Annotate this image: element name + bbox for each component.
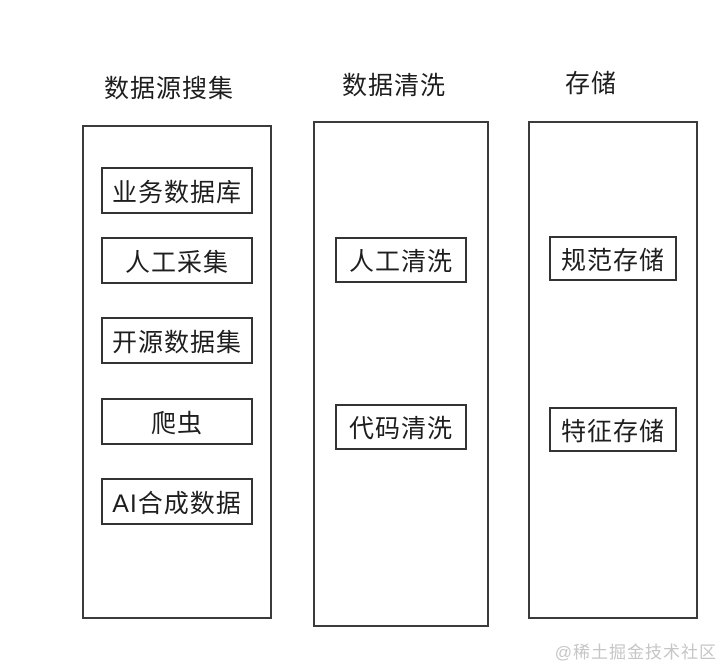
node-label: 人工清洗 <box>348 248 453 276</box>
node-label: 人工采集 <box>124 248 229 277</box>
node-label: AI合成数据 <box>112 489 242 518</box>
node-manual-cleaning: 人工清洗 <box>335 237 467 283</box>
node-code-cleaning: 代码清洗 <box>335 404 467 450</box>
node-open-source-datasets: 开源数据集 <box>101 317 253 364</box>
node-web-crawler: 爬虫 <box>101 398 253 445</box>
node-label: 代码清洗 <box>348 415 453 443</box>
node-standard-storage: 规范存储 <box>549 236 677 281</box>
node-business-database: 业务数据库 <box>101 167 253 214</box>
column-frame-data-source-collection: 业务数据库 人工采集 开源数据集 爬虫 AI合成数据 <box>82 125 272 619</box>
node-ai-synthesized-data: AI合成数据 <box>101 478 253 525</box>
node-manual-collection: 人工采集 <box>101 237 253 284</box>
watermark-juejin-community: @稀土掘金技术社区 <box>554 643 717 662</box>
node-feature-storage: 特征存储 <box>549 407 677 452</box>
node-label: 业务数据库 <box>111 178 242 207</box>
node-label: 规范存储 <box>560 246 665 275</box>
node-label: 爬虫 <box>150 409 203 438</box>
node-label: 特征存储 <box>560 417 665 446</box>
node-label: 开源数据集 <box>111 328 242 357</box>
column-title-storage: 存储 <box>564 70 617 98</box>
column-title-data-source-collection: 数据源搜集 <box>103 75 234 103</box>
column-title-data-cleaning: 数据清洗 <box>341 72 446 100</box>
column-frame-data-cleaning: 人工清洗 代码清洗 <box>313 121 489 627</box>
column-frame-storage: 规范存储 特征存储 <box>528 121 698 619</box>
